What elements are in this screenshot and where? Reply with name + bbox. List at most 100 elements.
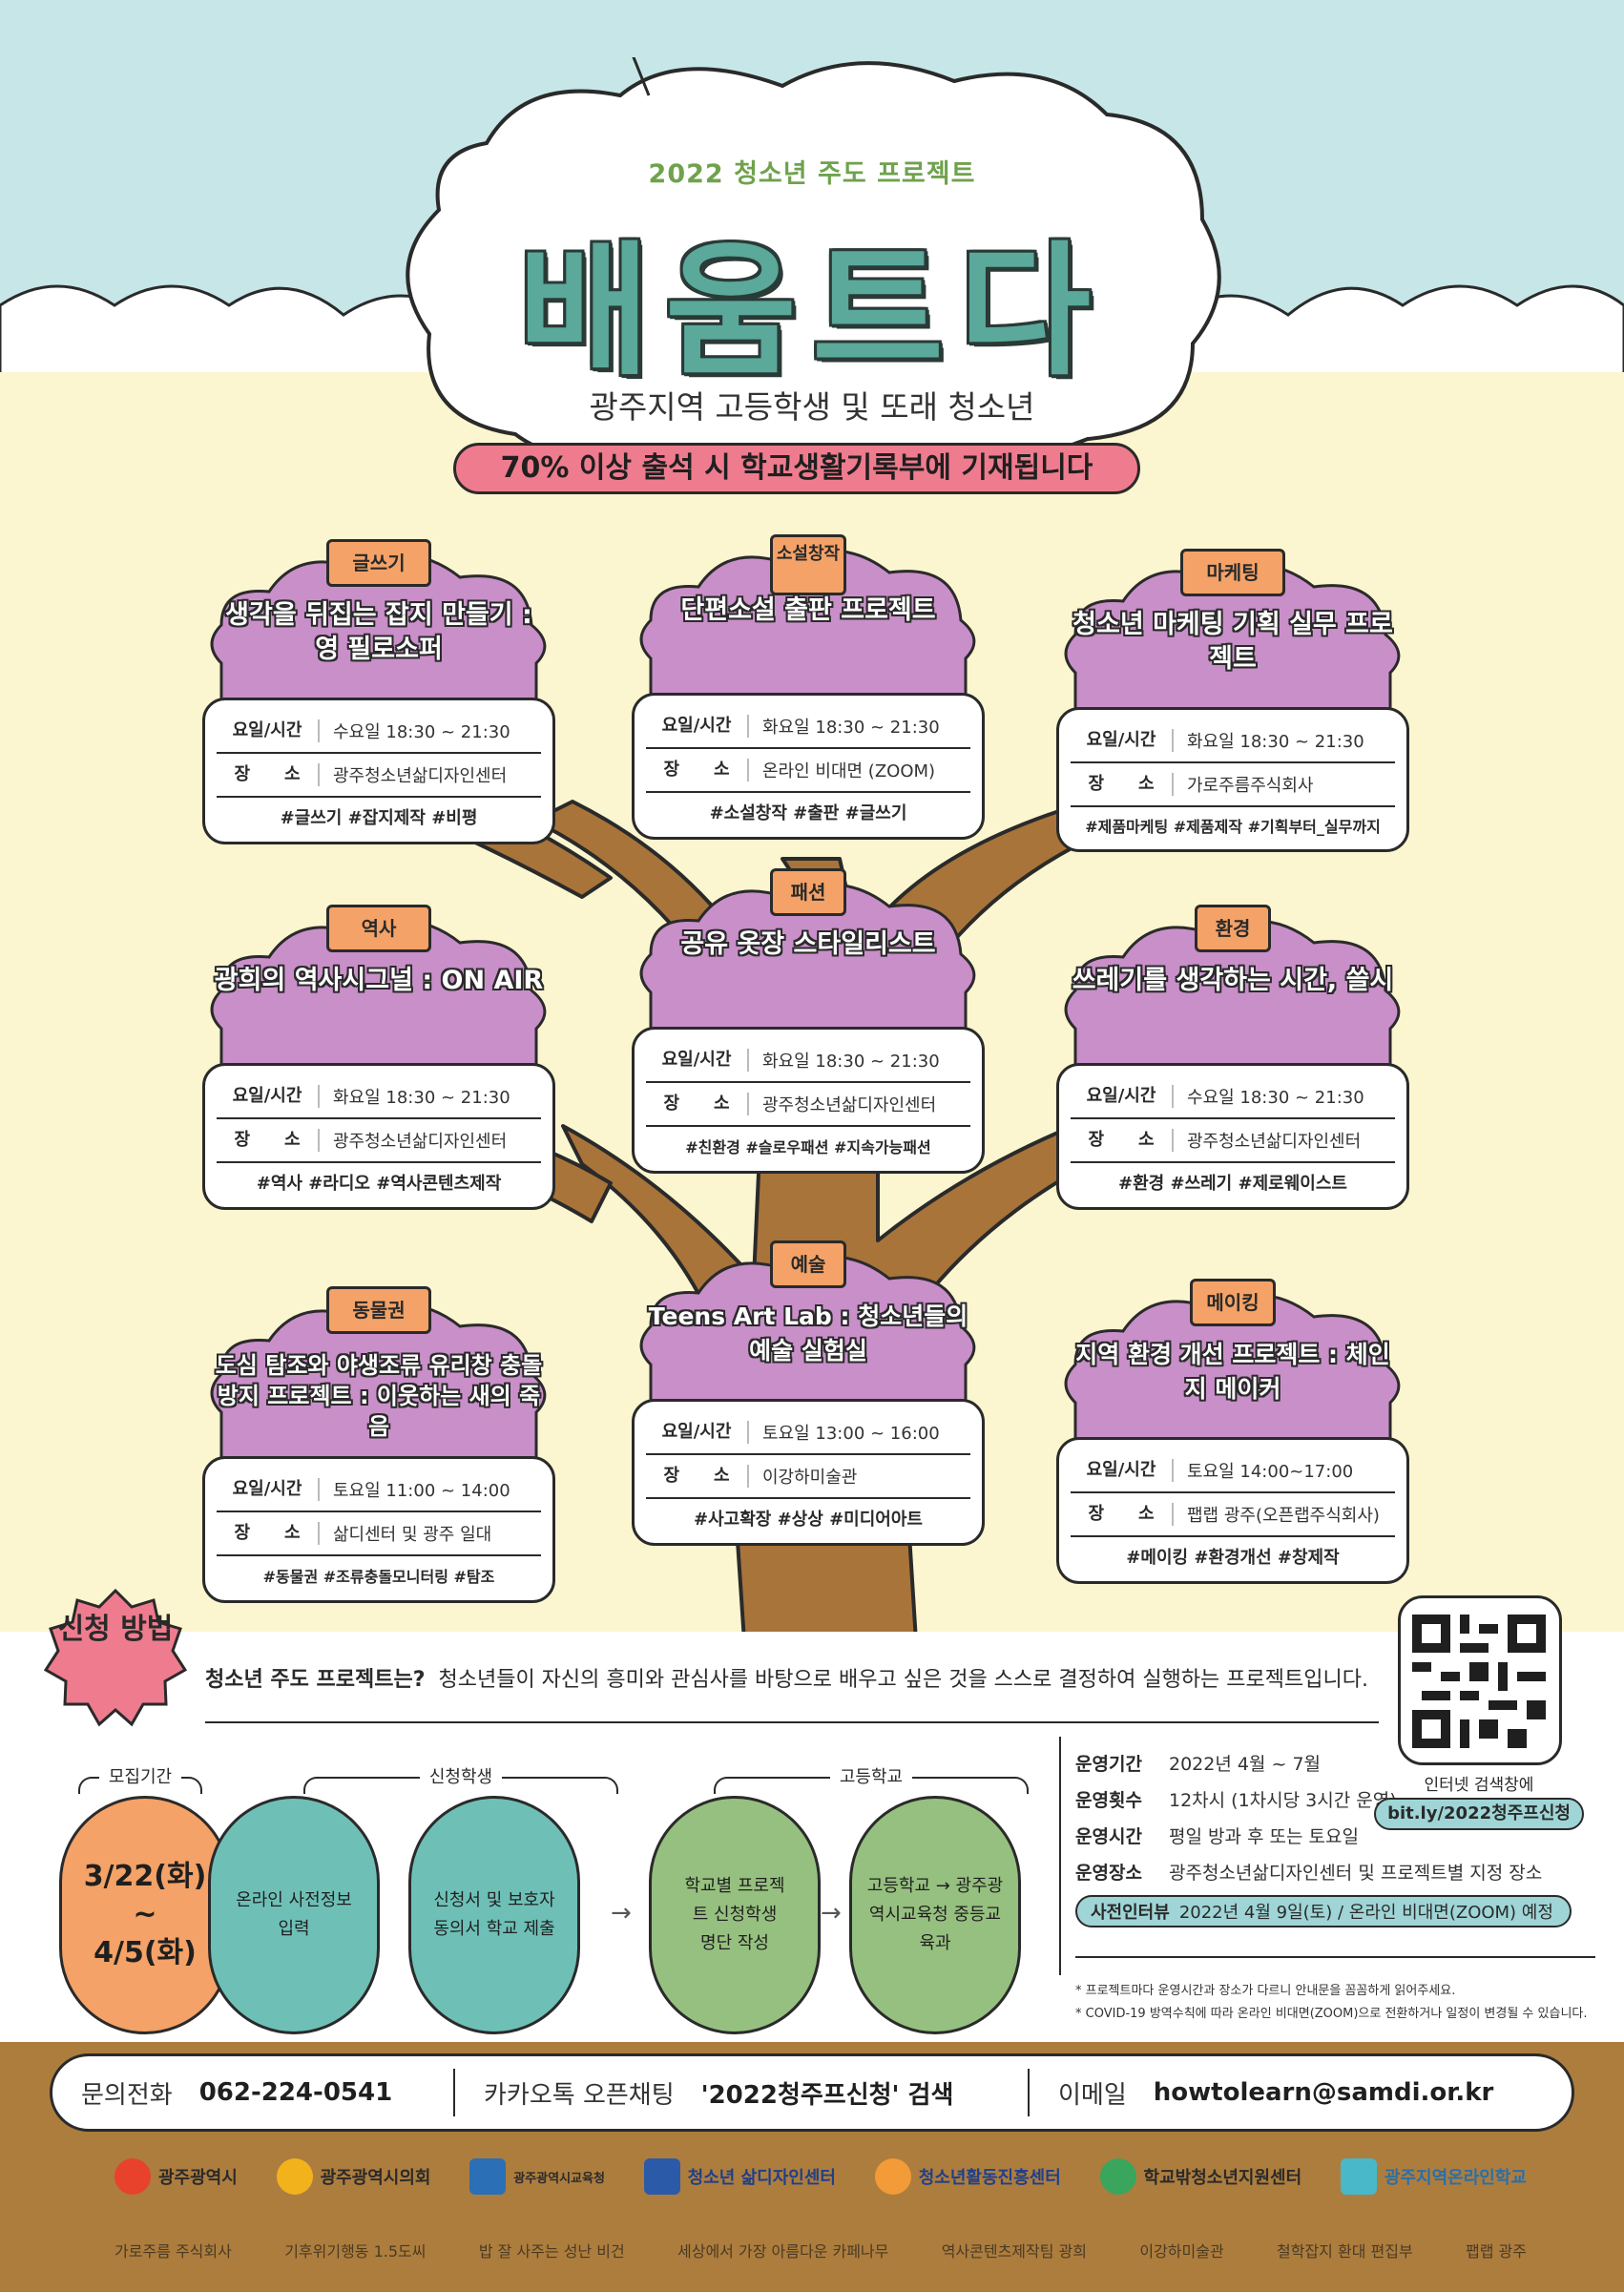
apply-link[interactable]: bit.ly/2022청주프신청 [1374, 1798, 1584, 1830]
program-title: Teens Art Lab : 청소년들의 예술 실험실 [648, 1302, 968, 1365]
program-title: 공유 옷장 스타일리스트 [680, 929, 936, 959]
logo-samdi-center: 청소년 삶디자인센터 [643, 2158, 836, 2195]
divider [205, 1721, 1379, 1723]
divider [1075, 1956, 1595, 1958]
program-card: 패션 공유 옷장 스타일리스트 요일/시간 화요일 18:30 ~ 21:30 장… [632, 868, 985, 1174]
apply-badge [44, 1588, 187, 1727]
intro-title: 청소년 주도 프로젝트는? [205, 1668, 426, 1692]
program-title: 광희의 역사시그널 : ON AIR [214, 966, 544, 995]
program-place: 삶디센터 및 광주 일대 [333, 1525, 492, 1545]
time-label: 요일/시간 [217, 1478, 320, 1501]
project-year-label: 2022 청소년 주도 프로젝트 [648, 159, 976, 189]
category-tag: 패션 [770, 868, 846, 916]
program-card: 글쓰기 생각을 뒤집는 잡지 만들기 : 영 필로소퍼 요일/시간 수요일 18:… [202, 539, 555, 844]
program-hashtags: #소설창작 #출판 #글쓰기 [709, 803, 907, 823]
time-label: 요일/시간 [217, 1085, 320, 1108]
program-title: 청소년 마케팅 기획 실무 프로젝트 [1072, 610, 1393, 674]
header-cloud [406, 57, 1221, 468]
out-of-school-emblem-icon [1099, 2158, 1136, 2195]
program-place: 광주청소년삶디자인센터 [1187, 1132, 1362, 1152]
place-label: 장 소 [217, 763, 320, 786]
qr-code[interactable] [1412, 1615, 1546, 1748]
program-hashtags: #제품마케팅 #제품제작 #기획부터_실무까지 [1085, 818, 1381, 836]
time-label: 요일/시간 [646, 1049, 749, 1072]
phone-number[interactable]: 062-224-0541 [198, 2078, 393, 2107]
program-time: 화요일 18:30 ~ 21:30 [762, 1052, 940, 1072]
time-label: 요일/시간 [1071, 729, 1174, 752]
place-label: 장 소 [1071, 1129, 1174, 1152]
logo-out-of-school-center: 학교밖청소년지원센터 [1099, 2158, 1301, 2195]
category-tag: 메이킹 [1190, 1279, 1276, 1326]
category-tag: 글쓰기 [326, 539, 431, 587]
program-title: 생각을 뒤집는 잡지 만들기 : 영 필로소퍼 [225, 600, 532, 664]
apply-badge-label: 신청 방법 [57, 1613, 174, 1646]
place-label: 장 소 [646, 759, 749, 781]
program-time: 토요일 11:00 ~ 14:00 [333, 1481, 510, 1501]
program-time: 토요일 13:00 ~ 16:00 [762, 1424, 940, 1444]
qr-caption: 인터넷 검색창에 [1424, 1776, 1534, 1795]
city-emblem-icon [115, 2158, 151, 2195]
arrow-icon: → [821, 1899, 842, 1927]
partner-list: 가로주름 주식회사 기후위기행동 1.5도씨 밥 잘 사주는 성난 비건 세상에… [115, 2242, 1527, 2261]
education-emblem-icon [469, 2158, 507, 2195]
category-tag: 환경 [1195, 905, 1271, 952]
date-start: 3/22(화) [83, 1860, 207, 1893]
logo-online-school: 광주지역온라인학교 [1340, 2158, 1527, 2195]
email-address[interactable]: howtolearn@samdi.or.kr [1153, 2078, 1494, 2107]
subtitle: 광주지역 고등학생 및 또래 청소년 [589, 388, 1035, 426]
council-emblem-icon [276, 2158, 313, 2195]
program-hashtags: #사고확장 #상상 #미디어아트 [694, 1510, 923, 1530]
program-place: 이강하미술관 [762, 1468, 858, 1488]
group-school: 고등학교 [714, 1763, 1029, 1788]
divider [1059, 1737, 1061, 1975]
place-label: 장 소 [1071, 1503, 1174, 1526]
program-title: 지역 환경 개선 프로젝트 : 체인지 메이커 [1075, 1341, 1390, 1403]
organizer-logos: 광주광역시 광주광역시의회 광주광역시교육청 청소년 삶디자인센터 청소년활동진… [115, 2158, 1527, 2195]
project-intro: 청소년 주도 프로젝트는? 청소년들이 자신의 흥미와 관심사를 바탕으로 배우고… [205, 1662, 1379, 1693]
program-time: 화요일 18:30 ~ 21:30 [762, 718, 940, 738]
program-title: 쓰레기를 생각하는 시간, 쓸시 [1072, 966, 1394, 995]
program-time: 화요일 18:30 ~ 21:30 [1187, 732, 1364, 752]
main-title: 배움트다 [517, 229, 1106, 395]
category-tag: 소설창작 [770, 534, 846, 595]
time-label: 요일/시간 [646, 1421, 749, 1444]
program-hashtags: #환경 #쓰레기 #제로웨이스트 [1118, 1174, 1347, 1194]
category-tag: 동물권 [326, 1286, 431, 1334]
program-card: 동물권 도심 탐조와 야생조류 유리창 충돌방지 프로젝트 : 이웃하는 새의 … [202, 1279, 555, 1603]
program-place: 온라인 비대면 (ZOOM) [762, 761, 936, 781]
group-period: 모집기간 [78, 1763, 202, 1788]
program-time: 토요일 14:00~17:00 [1187, 1462, 1354, 1482]
place-label: 장 소 [217, 1522, 320, 1545]
program-time: 수요일 18:30 ~ 21:30 [333, 722, 510, 742]
program-place: 광주청소년삶디자인센터 [762, 1095, 937, 1115]
email-label: 이메일 [1058, 2080, 1127, 2110]
logo-gwangju-city: 광주광역시 [115, 2158, 238, 2195]
kakao-search[interactable]: '2022청주프신청' 검색 [700, 2080, 954, 2110]
intro-text: 청소년들이 자신의 흥미와 관심사를 바탕으로 배우고 싶은 것을 스스로 결정… [438, 1668, 1368, 1692]
program-card: 메이킹 지역 환경 개선 프로젝트 : 체인지 메이커 요일/시간 토요일 14:… [1056, 1279, 1409, 1584]
program-title: 도심 탐조와 야생조류 유리창 충돌방지 프로젝트 : 이웃하는 새의 죽음 [215, 1352, 543, 1440]
attendance-notice: 70% 이상 출석 시 학교생활기록부에 기재됩니다 [453, 443, 1140, 494]
step-school-list: 학교별 프로젝트 신청학생 명단 작성 [649, 1796, 821, 2034]
time-label: 요일/시간 [1071, 1459, 1174, 1482]
program-time: 화요일 18:30 ~ 21:30 [333, 1088, 510, 1108]
time-label: 요일/시간 [217, 719, 320, 742]
time-label: 요일/시간 [646, 715, 749, 738]
kakao-label: 카카오톡 오픈채팅 [484, 2080, 675, 2110]
step-office-submit: 고등학교 → 광주광역시교육청 중등교육과 [849, 1796, 1021, 2034]
date-sep: ~ [133, 1898, 157, 1931]
notes: * 프로젝트마다 운영시간과 장소가 다르니 안내문을 꼼꼼하게 읽어주세요. … [1075, 1984, 1588, 2021]
place-label: 장 소 [217, 1129, 320, 1152]
category-tag: 역사 [326, 905, 431, 952]
program-card: 역사 광희의 역사시그널 : ON AIR 요일/시간 화요일 18:30 ~ 2… [202, 905, 555, 1210]
samdi-emblem-icon [643, 2158, 680, 2195]
program-hashtags: #글쓰기 #잡지제작 #비평 [280, 808, 478, 828]
place-label: 장 소 [646, 1093, 749, 1115]
